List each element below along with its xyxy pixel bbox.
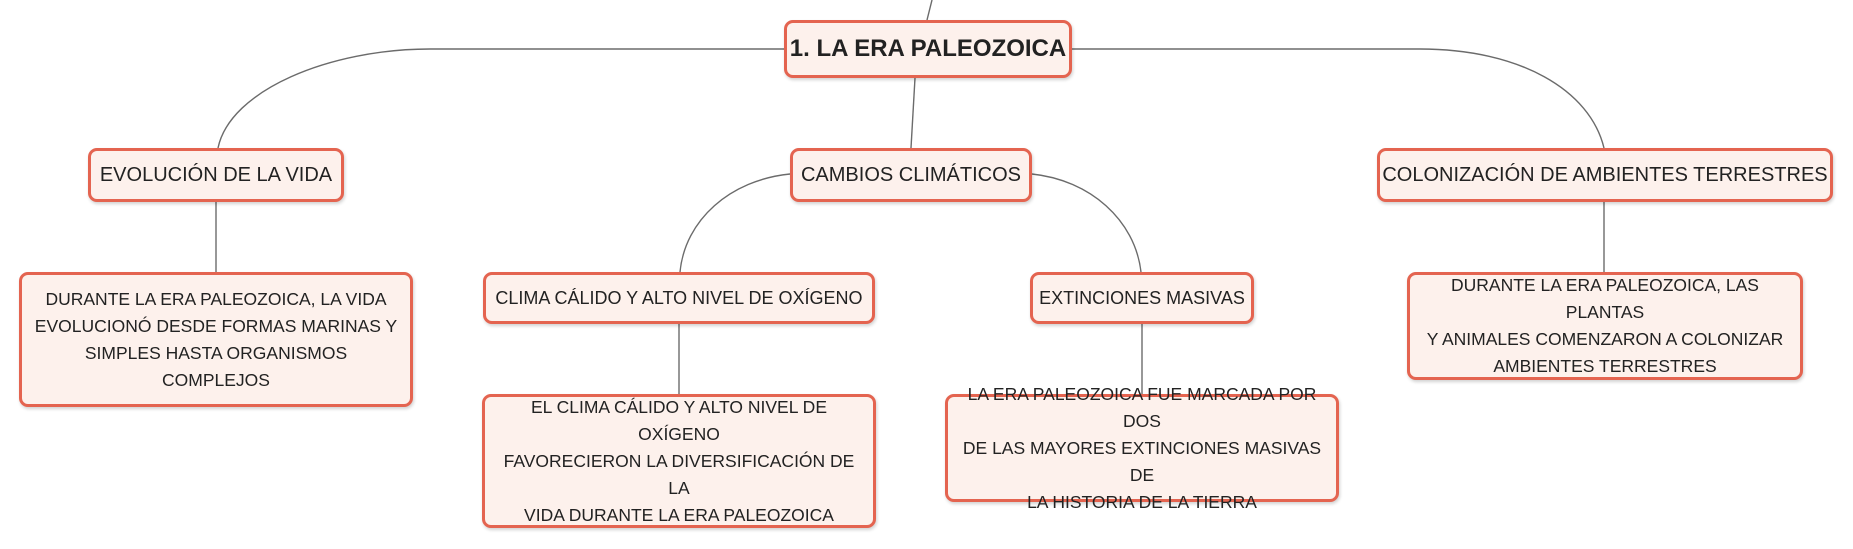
- detail-line: EL CLIMA CÁLIDO Y ALTO NIVEL DE OXÍGENO: [530, 396, 827, 444]
- detail-line: SIMPLES HASTA ORGANISMOS COMPLEJOS: [84, 342, 348, 390]
- detail-line: FAVORECIERON LA DIVERSIFICACIÓN DE LA: [503, 450, 855, 498]
- connector-root-cambios: [910, 77, 916, 149]
- detail-line: AMBIENTES TERRESTRES: [1493, 356, 1717, 376]
- detail-colonizacion[interactable]: DURANTE LA ERA PALEOZOICA, LAS PLANTAS Y…: [1407, 272, 1803, 380]
- detail-text: DURANTE LA ERA PALEOZOICA, LAS PLANTAS Y…: [1418, 272, 1792, 380]
- detail-evolucion-de-la-vida[interactable]: DURANTE LA ERA PALEOZOICA, LA VIDA EVOLU…: [19, 272, 413, 407]
- detail-line: DURANTE LA ERA PALEOZOICA, LAS PLANTAS: [1451, 275, 1759, 322]
- detail-text: EL CLIMA CÁLIDO Y ALTO NIVEL DE OXÍGENO …: [493, 394, 865, 529]
- connector-root-parent: [926, 0, 933, 21]
- root-node-label: 1. LA ERA PALEOZOICA: [789, 35, 1067, 62]
- detail-clima-calido[interactable]: EL CLIMA CÁLIDO Y ALTO NIVEL DE OXÍGENO …: [482, 394, 876, 528]
- connector-root-colonizacion: [1072, 48, 1605, 149]
- detail-text: LA ERA PALEOZOICA FUE MARCADA POR DOS DE…: [956, 381, 1328, 516]
- topic-evolucion-de-la-vida[interactable]: EVOLUCIÓN DE LA VIDA: [88, 148, 344, 202]
- detail-extinciones-masivas[interactable]: LA ERA PALEOZOICA FUE MARCADA POR DOS DE…: [945, 384, 1339, 512]
- detail-line: LA ERA PALEOZOICA FUE MARCADA POR DOS: [967, 383, 1317, 431]
- connector-root-evolucion: [217, 48, 784, 149]
- topic-cambios-climaticos[interactable]: CAMBIOS CLIMÁTICOS: [790, 148, 1032, 202]
- detail-line: Y ANIMALES COMENZARON A COLONIZAR: [1426, 329, 1784, 349]
- detail-line: DE LAS MAYORES EXTINCIONES MASIVAS DE: [962, 437, 1322, 485]
- root-node[interactable]: 1. LA ERA PALEOZOICA: [784, 20, 1072, 78]
- subtopic-clima-calido[interactable]: CLIMA CÁLIDO Y ALTO NIVEL DE OXÍGENO: [483, 272, 875, 324]
- detail-line: DURANTE LA ERA PALEOZOICA, LA VIDA: [45, 288, 387, 309]
- subtopic-extinciones-masivas[interactable]: EXTINCIONES MASIVAS: [1030, 272, 1254, 324]
- connector-cambios-extinciones: [1031, 173, 1142, 273]
- topic-label: EVOLUCIÓN DE LA VIDA: [99, 163, 333, 186]
- connector-cambios-clima: [679, 173, 791, 273]
- topic-label: CAMBIOS CLIMÁTICOS: [800, 163, 1022, 186]
- detail-line: VIDA DURANTE LA ERA PALEOZOICA: [524, 504, 834, 525]
- subtopic-label: EXTINCIONES MASIVAS: [1039, 287, 1245, 308]
- detail-text: DURANTE LA ERA PALEOZOICA, LA VIDA EVOLU…: [30, 286, 402, 394]
- subtopic-label: CLIMA CÁLIDO Y ALTO NIVEL DE OXÍGENO: [495, 287, 863, 308]
- topic-label: COLONIZACIÓN DE AMBIENTES TERRESTRES: [1382, 163, 1828, 186]
- detail-line: EVOLUCIONÓ DESDE FORMAS MARINAS Y: [34, 315, 398, 336]
- detail-line: LA HISTORIA DE LA TIERRA: [1027, 491, 1257, 512]
- topic-colonizacion-de-ambientes-terrestres[interactable]: COLONIZACIÓN DE AMBIENTES TERRESTRES: [1377, 148, 1833, 202]
